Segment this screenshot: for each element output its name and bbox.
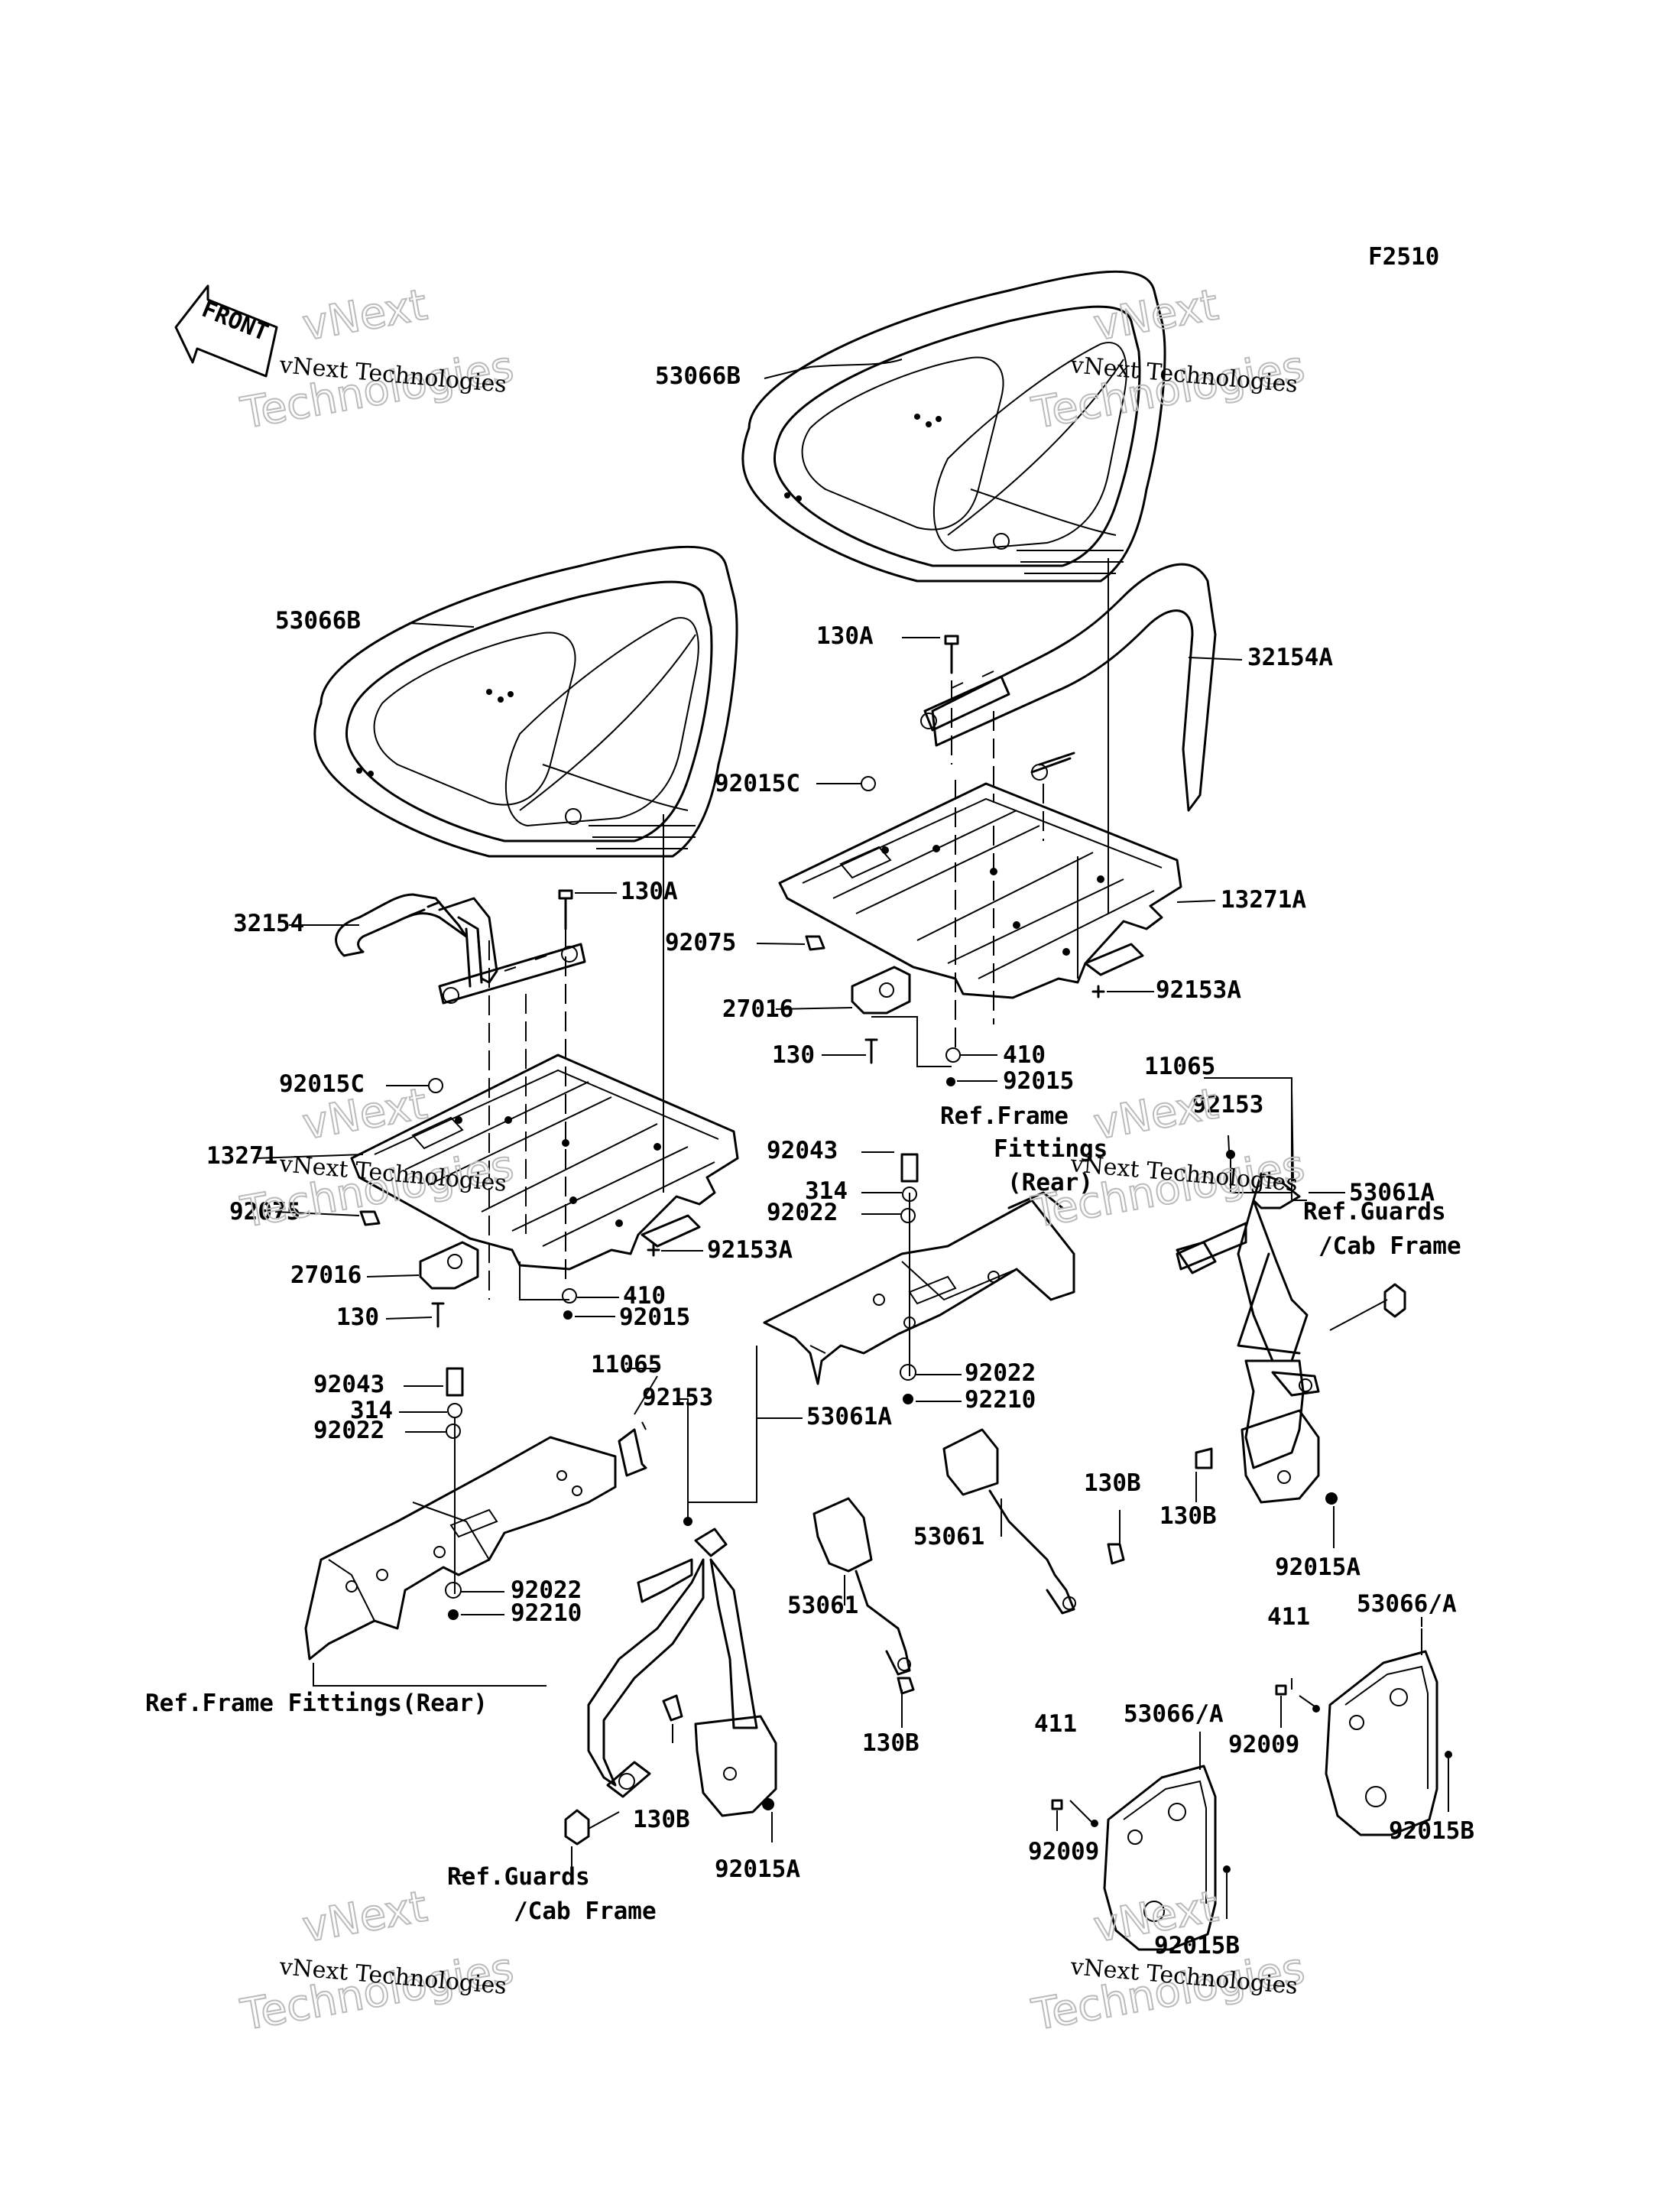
front-arrow-icon: FRONT [174,284,278,378]
label-130-right: 130 [772,1041,815,1069]
label-11065-right: 11065 [1144,1053,1215,1080]
watermark-brand: vNext [1090,280,1221,350]
label-11065-left: 11065 [591,1351,662,1378]
label-53061-left: 53061 [787,1592,858,1619]
label-92015B-right: 92015B [1389,1817,1474,1845]
label-53066A-left: 53066/A [1124,1700,1224,1728]
ref-guards-cab-frame-left: Ref.Guards /Cab Frame [447,1863,657,1925]
label-92075-left: 92075 [229,1198,300,1226]
label-92009-right: 92009 [1228,1731,1299,1758]
label-92022-mid-top: 92022 [767,1199,838,1226]
label-92210-mid: 92210 [965,1386,1036,1414]
label-13271: 13271 [206,1142,277,1170]
leader-lines [255,359,1449,1919]
label-411-right: 411 [1267,1603,1310,1631]
label-92015C-left: 92015C [279,1070,365,1098]
label-27016-left: 27016 [290,1261,362,1289]
ref-guards-cab-frame-right: Ref.Guards /Cab Frame [1303,1198,1461,1260]
label-53066B-top: 53066B [655,362,741,390]
label-ref-frame-fittings-rear-left: Ref.Frame Fittings(Rear) [145,1690,488,1717]
label-92015A-right: 92015A [1275,1554,1361,1581]
label-92015C-right: 92015C [715,770,800,797]
seat-right [741,270,1166,583]
seat-left [313,545,738,858]
frame-bracket-mid [763,1191,1075,1385]
label-53061A-left: 53061A [806,1403,892,1430]
seat-belt-right [1176,1150,1406,1505]
diagram-code: F2510 [1368,243,1439,271]
watermark-brand: vNext [299,280,430,350]
label-130B-right-a: 130B [1084,1469,1141,1497]
seat-belt-buckle-mid [942,1428,1125,1615]
label-92015B-left: 92015B [1154,1932,1240,1959]
frame-bracket-left [304,1436,617,1661]
watermark-brand: vNext [1090,1079,1221,1149]
label-411-left: 411 [1034,1710,1077,1738]
label-130B-left: 130B [633,1806,690,1833]
label-92153A-left: 92153A [707,1236,793,1264]
label-92153-left: 92153 [642,1384,713,1411]
watermark-bottom-right: vNext Technologies vNext Technologies [1027,1881,1309,2041]
label-92015A-left: 92015A [715,1855,800,1883]
hardware-left-bracket [445,1367,464,1620]
label-92015-right: 92015 [1003,1067,1074,1095]
side-cover-left [1051,1743,1231,1951]
label-92022-left-top: 92022 [313,1417,384,1444]
label-53066B-left: 53066B [275,607,361,635]
hardware-mid [900,1153,919,1404]
watermark-brand: vNext [299,1881,430,1952]
label-92043-left: 92043 [313,1371,384,1398]
label-130-left: 130 [336,1304,379,1331]
label-92075-right: 92075 [665,929,736,956]
label-92153-right: 92153 [1192,1091,1263,1118]
label-92153A-right: 92153A [1156,976,1241,1004]
assembly-lines [454,558,1109,1594]
label-92022-mid-bot: 92022 [965,1359,1036,1387]
label-92015-left: 92015 [619,1304,690,1331]
label-410-left: 410 [623,1282,666,1310]
watermark-top-right: vNext Technologies vNext Technologies [1027,279,1309,440]
label-32154: 32154 [233,910,304,937]
label-27016-right: 27016 [722,995,793,1023]
label-92022-left-bot: 92022 [511,1576,582,1604]
watermark-top-left: vNext Technologies vNext Technologies [236,279,518,440]
label-53061-mid: 53061 [913,1523,984,1550]
side-cover-right [1275,1628,1452,1836]
hardware-left-seat [359,889,660,1328]
ref-frame-fittings-rear-right: Ref.Frame Fittings (Rear) [940,1102,1122,1196]
seat-belt-left [564,1428,777,1846]
label-13271A: 13271A [1221,886,1306,914]
label-53066A-right: 53066/A [1357,1590,1457,1618]
seat-belt-buckle-left [812,1497,915,1695]
label-92210-left: 92210 [511,1599,582,1627]
seat-base-right [778,782,1182,999]
label-314-mid: 314 [805,1177,848,1205]
label-130A-right: 130A [816,622,874,650]
label-314-left: 314 [350,1397,393,1424]
label-130A-left: 130A [621,878,678,905]
label-53061A-right: 53061A [1349,1179,1435,1206]
label-130B-right-b: 130B [1159,1502,1217,1530]
seat-base-left [350,1054,739,1271]
label-130B-mid: 130B [862,1729,919,1757]
grab-bar-right [920,563,1217,812]
label-32154A: 32154A [1247,644,1333,671]
label-92043-mid: 92043 [767,1137,838,1164]
part-labels: 53066B 53066B 130A 32154A 92015C 13271A … [145,362,1474,1959]
grab-bar-left [335,893,586,1005]
front-arrow-label: FRONT [198,296,272,346]
label-92009-left: 92009 [1028,1838,1099,1865]
watermark-mid-left: vNext Technologies vNext Technologies [236,1078,518,1239]
watermark-bottom-left: vNext Technologies vNext Technologies [236,1881,518,2041]
label-410-right: 410 [1003,1041,1046,1069]
